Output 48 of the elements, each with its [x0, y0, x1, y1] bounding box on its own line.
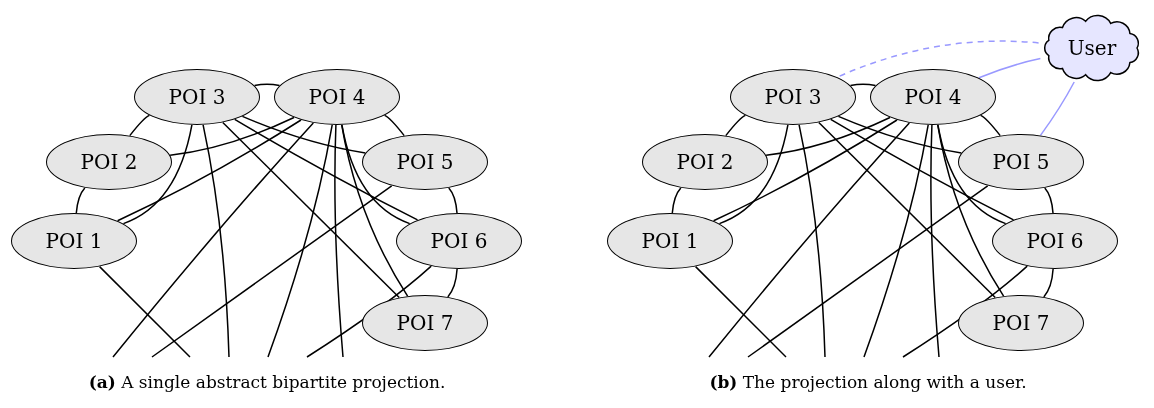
connector-line [978, 57, 1042, 79]
figure-caption: (b) The projection along with a user. [709, 372, 1027, 392]
connector-line [747, 185, 989, 358]
figure-caption: (a) A single abstract bipartite projection. [88, 372, 446, 392]
connector-line [169, 116, 295, 156]
connector-line [671, 187, 682, 214]
connector-line [122, 124, 193, 225]
connector-line [233, 118, 419, 221]
connector-line [712, 119, 898, 222]
connector-line [112, 122, 315, 358]
connector-line [708, 122, 911, 358]
connector-line [829, 118, 1015, 221]
connector-line [75, 187, 86, 214]
ellipse-node: POI 2 [642, 134, 768, 190]
ellipse-node: POI 4 [870, 69, 996, 125]
connector-line [116, 119, 302, 222]
connector-line [151, 185, 393, 358]
connector-line [448, 187, 458, 214]
ellipse-node: POI 7 [958, 295, 1084, 351]
dashed-connector [836, 40, 1040, 78]
connector-line [334, 124, 344, 358]
connector-line [930, 124, 940, 358]
connector-line [202, 124, 230, 358]
ellipse-node: POI 6 [992, 213, 1118, 269]
connector-line [340, 124, 409, 297]
ellipse-node: POI 1 [11, 213, 137, 269]
connector-line [718, 124, 789, 225]
connector-line [798, 124, 826, 358]
connector-line [863, 124, 929, 358]
connector-line [98, 265, 191, 358]
connector-line [267, 124, 333, 358]
ellipse-node: POI 2 [46, 134, 172, 190]
connector-line [694, 265, 787, 358]
ellipse-node: POI 7 [362, 295, 488, 351]
ellipse-node: POI 4 [274, 69, 400, 125]
connector-line [253, 83, 281, 87]
connector-line [849, 83, 877, 87]
connector-line [765, 116, 891, 156]
ellipse-node: POI 6 [396, 213, 522, 269]
ellipse-node: POI 5 [362, 134, 488, 190]
connector-line [1044, 187, 1054, 214]
ellipse-node: POI 5 [958, 134, 1084, 190]
ellipse-node: POI 3 [730, 69, 856, 125]
connector-line [936, 124, 1005, 297]
connector-line [818, 121, 996, 299]
connector-line [222, 121, 400, 299]
ellipse-node: POI 1 [607, 213, 733, 269]
ellipse-node: POI 3 [134, 69, 260, 125]
